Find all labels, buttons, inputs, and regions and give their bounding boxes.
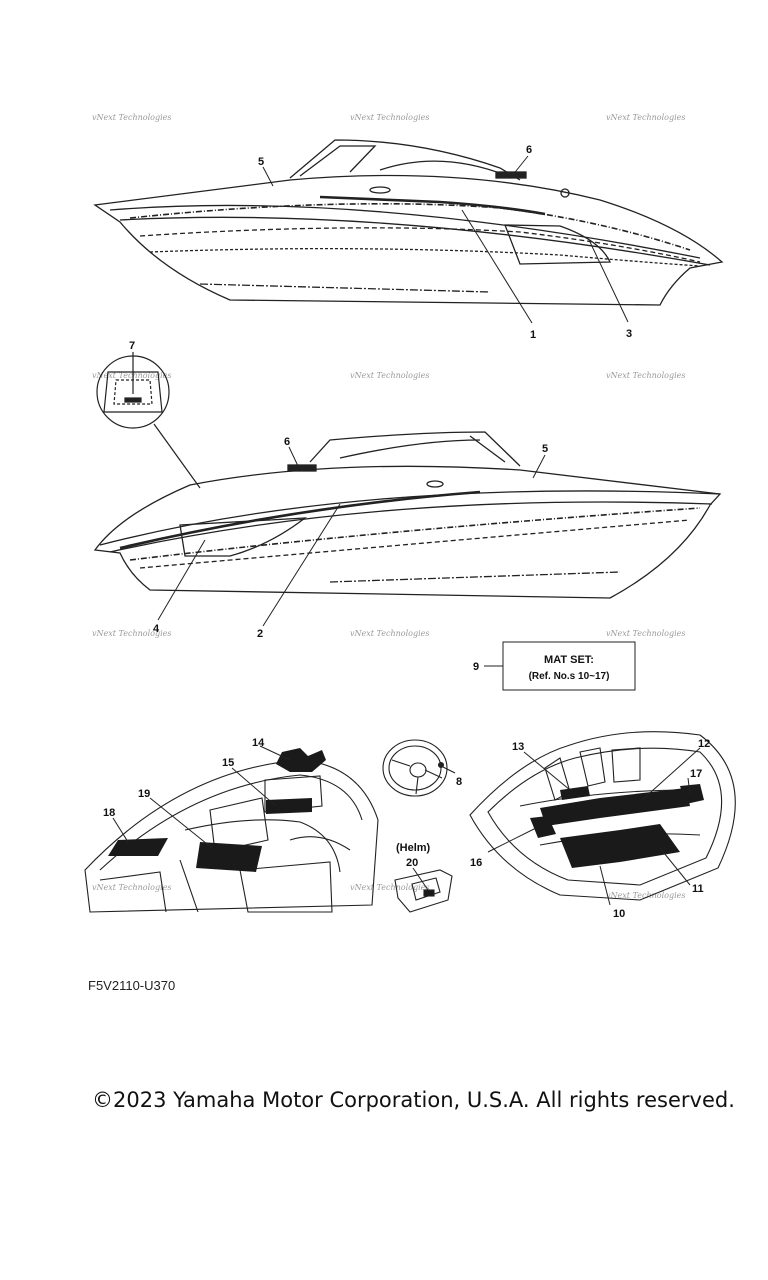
mats-bow <box>108 748 326 872</box>
boat-side-view-top <box>93 139 724 306</box>
callout-2: 2 <box>257 628 263 640</box>
callout-14: 14 <box>252 737 265 749</box>
callout-7: 7 <box>129 340 135 352</box>
watermark: vNext Technologies <box>606 113 685 122</box>
callout-10: 10 <box>613 908 625 920</box>
helm-label: (Helm) <box>396 842 431 854</box>
leader-lines-mid <box>157 446 546 627</box>
callout-6: 6 <box>526 144 532 156</box>
watermark: vNext Technologies <box>606 371 685 380</box>
callout-13: 13 <box>512 741 524 753</box>
callout-17: 17 <box>690 768 702 780</box>
callout-6: 6 <box>284 436 290 448</box>
callout-12: 12 <box>698 738 710 750</box>
leader-lines-top <box>262 155 629 324</box>
callout-20: 20 <box>406 857 418 869</box>
watermark: vNext Technologies <box>350 883 429 892</box>
mat-set-title: MAT SET: <box>544 654 594 666</box>
detail-circle-7 <box>96 352 201 489</box>
boat-side-view-bottom <box>93 431 722 599</box>
watermark: vNext Technologies <box>92 629 171 638</box>
watermark: vNext Technologies <box>350 113 429 122</box>
watermark: vNext Technologies <box>606 629 685 638</box>
mat-set-refs: (Ref. No.s 10~17) <box>529 671 610 682</box>
watermark: vNext Technologies <box>92 883 171 892</box>
leader-lines-bow <box>112 745 291 849</box>
steering-wheel <box>382 739 456 797</box>
callout-5: 5 <box>258 156 264 168</box>
helm-console <box>394 867 453 913</box>
callout-15: 15 <box>222 757 234 769</box>
callout-9: 9 <box>473 661 479 673</box>
callout-4: 4 <box>153 623 160 635</box>
mat-set-box: MAT SET: (Ref. No.s 10~17) <box>484 641 636 691</box>
copyright-notice: ©2023 Yamaha Motor Corporation, U.S.A. A… <box>92 1088 735 1112</box>
callout-1: 1 <box>530 329 536 341</box>
callout-3: 3 <box>626 328 632 340</box>
watermark: vNext Technologies <box>606 891 685 900</box>
watermark: vNext Technologies <box>92 371 171 380</box>
callout-16: 16 <box>470 857 482 869</box>
diagram-code: F5V2110-U370 <box>88 978 176 993</box>
callout-8: 8 <box>456 776 462 788</box>
callout-19: 19 <box>138 788 150 800</box>
leader-lines-stern <box>487 747 701 906</box>
callout-11: 11 <box>692 883 704 895</box>
watermark: vNext Technologies <box>92 113 171 122</box>
watermark: vNext Technologies <box>350 371 429 380</box>
mats-stern <box>530 784 704 868</box>
callout-5: 5 <box>542 443 548 455</box>
boat-graphics-diagram: vNext Technologies vNext Technologies vN… <box>84 113 736 920</box>
callout-18: 18 <box>103 807 115 819</box>
watermark: vNext Technologies <box>350 629 429 638</box>
